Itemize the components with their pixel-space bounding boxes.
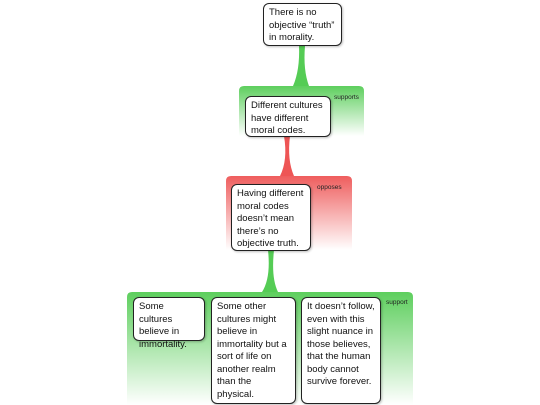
connector-claim-reason — [293, 46, 309, 86]
claim-node[interactable]: There is no objective “truth” in moralit… — [263, 3, 342, 46]
connector-reason-objection — [280, 136, 294, 176]
opposes-label: opposes — [317, 184, 342, 191]
connector-objection-support-group — [262, 250, 278, 292]
support-node-1[interactable]: Some cultures believe in immortality. — [133, 297, 205, 350]
support-node-3[interactable]: It doesn’t follow, even with this slight… — [301, 297, 381, 404]
supports-label: supports — [334, 94, 359, 101]
reason-node[interactable]: Different cultures have different moral … — [245, 96, 331, 137]
support-label: support — [386, 299, 408, 306]
objection-node[interactable]: Having different moral codes doesn’t mea… — [231, 184, 311, 251]
support-node-2[interactable]: Some other cultures might believe in imm… — [211, 297, 296, 404]
